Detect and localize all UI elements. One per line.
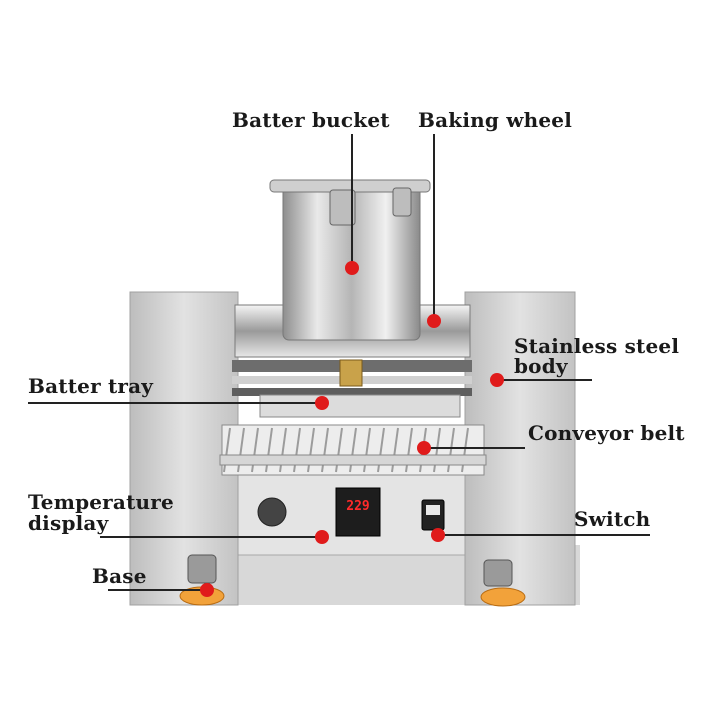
left-side-panel (129, 291, 239, 606)
temperature-controller (335, 487, 381, 537)
label-temperature-display-line2: display (28, 511, 109, 535)
label-stainless-body-line2: body (514, 354, 568, 378)
label-switch: Switch (574, 507, 651, 531)
label-stainless-body-line1: Stainless steel (514, 334, 680, 358)
right-foot-post (483, 559, 513, 587)
marker-stainless-body (490, 373, 504, 387)
label-base: Base (92, 564, 147, 588)
switch-rocker (426, 505, 440, 515)
display-reading: 229 (346, 499, 369, 514)
roller-bar-3 (232, 388, 472, 396)
marker-temperature-display (315, 530, 329, 544)
left-foot-post (187, 554, 217, 584)
conveyor-belt-grill (219, 424, 487, 476)
batter-valve (339, 359, 363, 387)
marker-batter-bucket (345, 261, 359, 275)
right-foot-pad (480, 587, 526, 607)
temperature-knob (257, 497, 287, 527)
label-conveyor-belt: Conveyor belt (528, 421, 685, 445)
conveyor-rail (219, 454, 487, 466)
label-batter-tray: Batter tray (28, 374, 154, 398)
label-baking-wheel: Baking wheel (418, 108, 573, 132)
marker-batter-tray (315, 396, 329, 410)
marker-base (200, 583, 214, 597)
marker-baking-wheel (427, 314, 441, 328)
batter-tray-shape (259, 394, 461, 418)
label-temperature-display-line1: Temperature (28, 490, 174, 514)
bucket-clip-left (329, 189, 356, 226)
bucket-clip-right (392, 187, 412, 217)
label-batter-bucket: Batter bucket (232, 108, 390, 132)
marker-switch (431, 528, 445, 542)
marker-conveyor-belt (417, 441, 431, 455)
